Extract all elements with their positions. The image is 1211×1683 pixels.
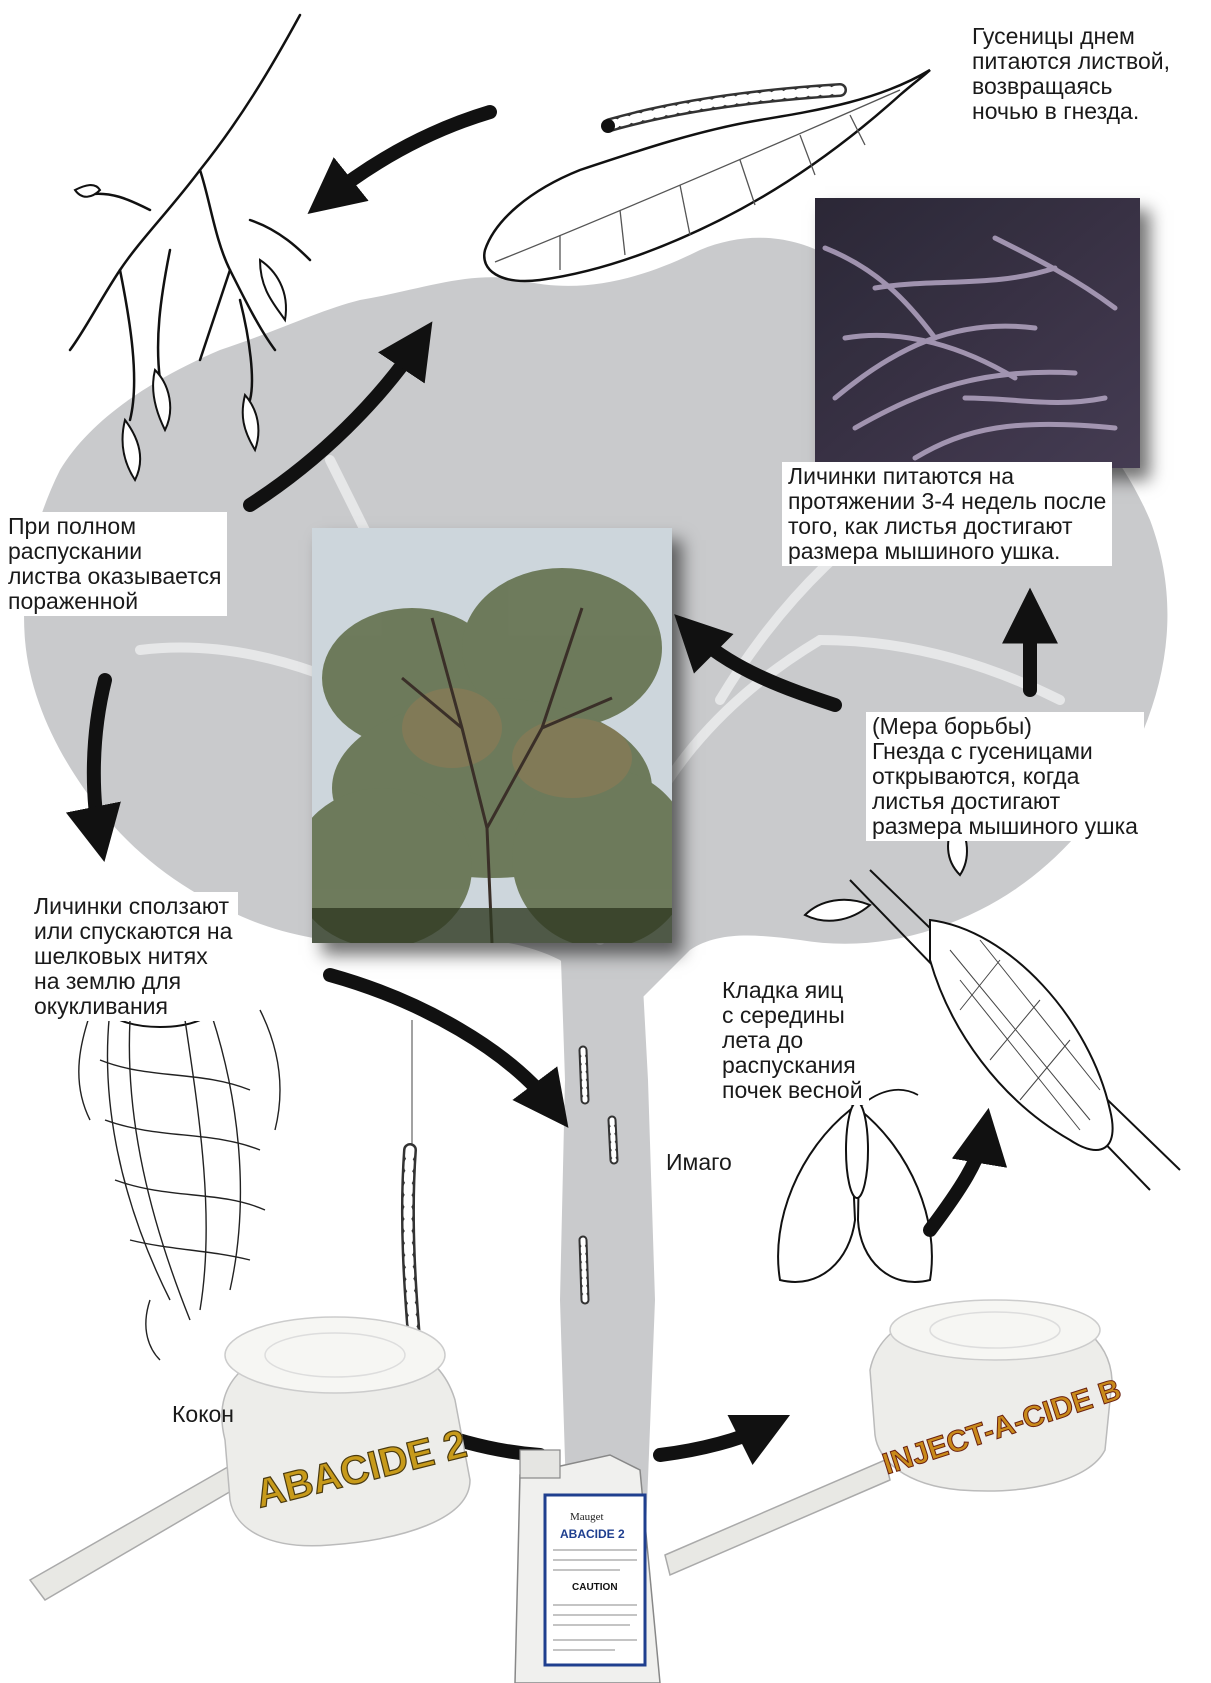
label-adult: Имаго xyxy=(660,1148,738,1177)
label-larvae-feed: Личинки питаются на протяжении 3-4 недел… xyxy=(782,462,1112,566)
label-larvae-descend: Личинки сползают или спускаются на шелко… xyxy=(28,892,238,1021)
label-cocoon: Кокон xyxy=(166,1400,240,1429)
label-full-foliage: При полном распускании листва оказываетс… xyxy=(2,512,227,616)
label-control-measure: (Мера борьбы) Гнезда с гусеницами открыв… xyxy=(866,712,1144,841)
label-egg-laying: Кладка яиц с середины лета до распускани… xyxy=(716,976,869,1105)
label-caterpillars-day: Гусеницы днем питаются листвой, возвраща… xyxy=(966,22,1176,126)
